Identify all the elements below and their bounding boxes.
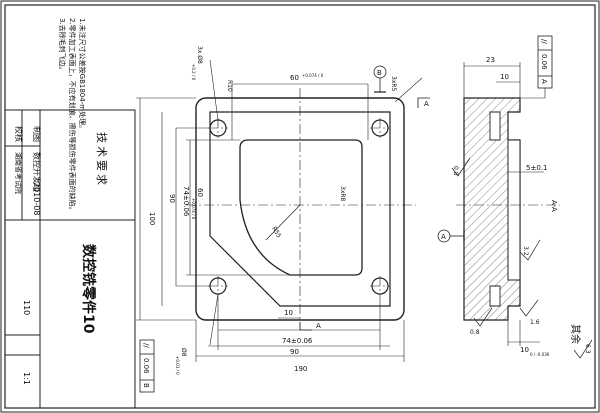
dim-60-top: 60: [290, 74, 299, 82]
roughness-32: 3.2: [522, 246, 529, 256]
front-view: [136, 59, 430, 362]
side-view: [456, 62, 560, 346]
title-name-1: 数控开发组: [32, 152, 42, 192]
dim-190: 190: [294, 365, 307, 373]
fcf-parallelism-top: // 0.06 A: [520, 35, 553, 99]
tech-req-note-2: 2.零件加工表面上，不应有划痕、擦伤等损伤零件表面的缺陷。: [68, 18, 77, 214]
side-view-labels: 23 10 5±0.1 10 0 / -0.036 A-A: [486, 56, 558, 357]
front-view-labels: 190 90 74±0.06 60 +0.074 / 0 100 90 74±0…: [148, 46, 429, 375]
svg-text:0.06: 0.06: [540, 54, 548, 70]
plate-step-outline: [209, 111, 391, 307]
dim-r55: R55: [270, 226, 282, 240]
svg-text:A: A: [540, 79, 548, 84]
fcf-parallelism-bottom: // 0.06 B: [139, 339, 155, 393]
title-block: 制图 数控开发组 2010-08 校核 湖南省考试院 数控铣零件10 110 1…: [4, 109, 136, 409]
roughness-08-a: 0.8: [452, 166, 459, 176]
technical-requirements: 技术要求 1.未注尺寸公差按GB1804-m处理。 2.零件加工表面上，不应有划…: [58, 18, 108, 214]
pocket-outline: [239, 139, 363, 276]
datum-b-marker: B: [373, 65, 387, 93]
roughness-16: 1.6: [530, 319, 540, 326]
hole-callout-top-tol: +0.2 / 0: [191, 64, 196, 81]
side-dim-23: 23: [486, 56, 495, 64]
dim-60-top-tol: +0.074 / 0: [302, 73, 324, 78]
tech-req-heading: 技术要求: [95, 132, 108, 188]
tech-req-note-3: 3.去除毛刺飞边。: [58, 18, 67, 74]
svg-text://: //: [540, 39, 548, 44]
svg-text:B: B: [377, 69, 382, 77]
hole-callout-bottom-tol: +0.03 / 0: [175, 356, 180, 375]
remaining-roughness: 其余 6.3: [569, 324, 593, 359]
roughness-symbols: [451, 157, 541, 327]
title-role-1: 制图: [32, 126, 42, 142]
svg-text:0.06: 0.06: [142, 358, 150, 374]
section-mark-a-top: A: [424, 100, 429, 108]
remaining-label: 其余: [569, 324, 582, 344]
title-scale: 1:1: [22, 372, 31, 385]
dim-90: 90: [290, 348, 299, 356]
title-role-2: 校核: [14, 126, 24, 142]
roughness-08-b: 0.8: [470, 329, 480, 336]
dim-r10: R10: [226, 80, 233, 92]
datum-a-marker: A: [437, 229, 465, 243]
title-date-1: 2010-08: [32, 182, 41, 215]
hole-callout-bottom: Ø8: [180, 348, 187, 357]
remaining-value: 6.3: [584, 344, 591, 354]
hole-callout-top: 3x Ø8: [196, 46, 203, 64]
dim-74-vertical: 74±0.06: [182, 186, 190, 217]
section-mark-a-bottom: A: [316, 322, 321, 330]
dim-3xr8: 3xR8: [339, 186, 346, 202]
side-pocket: [507, 139, 521, 281]
side-dim-10: 10: [500, 73, 509, 81]
dim-100: 100: [148, 212, 156, 225]
dim-74-horizontal: 74±0.06: [282, 337, 313, 345]
dim-60-vertical-tol: +0.074 / 0: [191, 198, 196, 220]
svg-text:B: B: [142, 383, 150, 388]
dim-90-vertical: 90: [168, 194, 176, 203]
dim-3xr5: 3xR5: [390, 76, 397, 92]
title-part-name: 数控铣零件10: [80, 244, 97, 334]
side-dim-5: 5±0.1: [526, 164, 547, 172]
svg-text:A: A: [441, 233, 446, 241]
title-material-id: 110: [22, 300, 31, 315]
dim-10-bottom: 10: [284, 309, 293, 317]
title-exam: 湖南省考试院: [14, 152, 23, 194]
dim-60-vertical: 60: [196, 188, 204, 197]
side-dim-10-bottom-tol: 0 / -0.036: [530, 352, 550, 357]
tech-req-note-1: 1.未注尺寸公差按GB1804-m处理。: [78, 18, 87, 132]
svg-text://: //: [142, 343, 150, 348]
section-title-aa: A-A: [550, 200, 558, 212]
side-dim-10-bottom: 10: [520, 346, 529, 354]
